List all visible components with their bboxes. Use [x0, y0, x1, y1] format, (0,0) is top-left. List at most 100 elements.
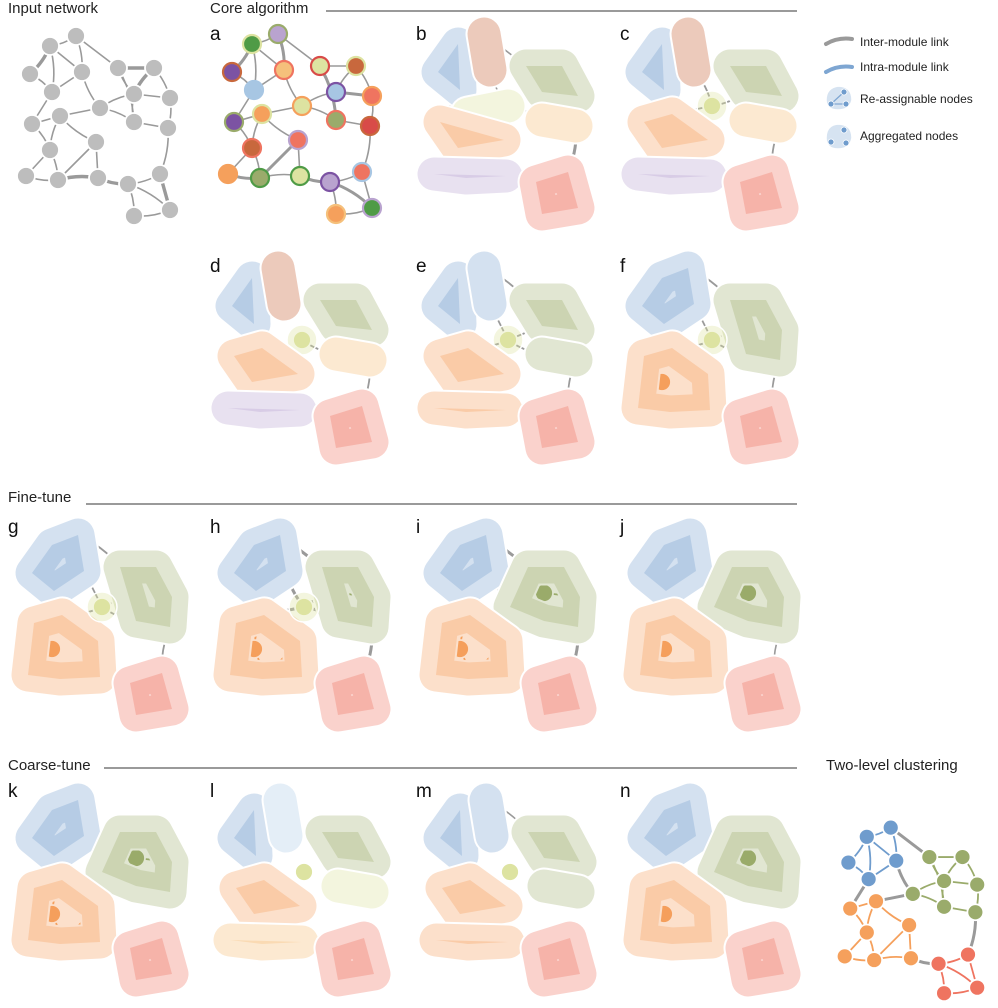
panel-l-node [294, 862, 314, 882]
panel-d-node [292, 330, 312, 350]
panel-letter-l: l [210, 781, 214, 802]
panel-k-module-0 [13, 781, 103, 875]
panel-two-level-node [881, 818, 900, 837]
panel-a-node [243, 79, 265, 101]
panel-n-module-3 [723, 919, 803, 999]
panel-input-node [90, 98, 110, 118]
panel-two-level-node [953, 848, 972, 866]
panel-input-node [160, 200, 180, 220]
legend: Inter-module link Intra-module link Re-a… [824, 35, 973, 150]
panel-two-level-node [935, 897, 953, 916]
panel-two-level-node [887, 851, 906, 870]
panel-d-module-3 [317, 335, 389, 379]
panel-g-module-1 [101, 548, 191, 646]
panel-input-node [144, 58, 164, 78]
panel-two-level-node [857, 827, 876, 846]
panel-input-node [118, 174, 138, 194]
panel-a-node [345, 55, 367, 77]
panel-h-module-1 [303, 548, 393, 646]
panel-e-module-2 [507, 281, 597, 349]
panel-l-module-1 [261, 781, 305, 855]
panel-m-module-6 [519, 919, 599, 999]
panel-two-level-node [968, 978, 987, 997]
panel-f-module-1 [711, 281, 801, 379]
panel-m-module-1 [467, 781, 511, 855]
panel-e-module-1 [465, 249, 509, 323]
panel-two-level-node [902, 949, 920, 968]
panel-c-module-3 [727, 101, 799, 145]
panel-g-node [92, 597, 112, 617]
panel-letter-m: m [416, 781, 432, 802]
legend-aggregated-icon [825, 123, 853, 150]
panel-m-module-2 [509, 813, 599, 881]
panel-two-level-node [835, 947, 854, 966]
panel-b-module-7 [517, 153, 597, 233]
panel-m-node [500, 862, 520, 882]
panel-n-module-1 [695, 813, 803, 911]
panel-d-module-0 [213, 259, 273, 343]
panel-letter-i: i [416, 517, 420, 538]
panel-f-module-4 [721, 387, 801, 467]
panel-two-level-node [929, 954, 948, 973]
panel-c-module-0 [623, 25, 683, 109]
panel-a [217, 23, 383, 225]
panel-a-node [241, 137, 263, 159]
panel-two-level-node [966, 903, 985, 922]
panel-h-module-2 [211, 596, 321, 698]
panel-two-level-node [900, 916, 919, 935]
panel-a-node [359, 115, 381, 137]
panel-i-module-2 [417, 596, 527, 698]
panel-letter-h: h [210, 517, 221, 538]
panel-letter-a: a [210, 24, 221, 45]
panel-input-node [86, 132, 106, 152]
panel-a-node [241, 33, 263, 55]
panel-input-node [40, 140, 60, 160]
panel-letter-j: j [619, 517, 624, 538]
panel-a-node [325, 203, 347, 225]
panel-two-level-node [867, 892, 885, 911]
panel-g-module-4 [86, 591, 118, 623]
panel-l-module-3 [319, 867, 391, 911]
panel-h-module-4 [288, 591, 320, 623]
panel-input-node [40, 36, 60, 56]
panel-input-node [124, 84, 144, 104]
panel-input-node [72, 62, 92, 82]
legend-aggregated-label: Aggregated nodes [860, 129, 958, 143]
panel-b-module-3 [523, 101, 595, 145]
panel-f-module-3 [619, 329, 729, 431]
panel-d-module-6 [209, 389, 319, 431]
panel-h-module-0 [215, 516, 305, 610]
panel-a-node [267, 23, 289, 45]
panel-two-level-node [959, 945, 977, 964]
panel-input-node [16, 166, 36, 186]
panel-letter-k: k [8, 781, 18, 802]
panel-input-node [42, 82, 62, 102]
panel-a-node [223, 111, 245, 133]
network-panels [9, 15, 987, 1003]
panel-a-node [249, 167, 271, 189]
section-title-coarse: Coarse-tune [8, 757, 91, 774]
panel-j-module-2 [621, 596, 731, 698]
legend-inter-swatch [824, 36, 854, 46]
panel-two-level-node [859, 870, 878, 889]
panel-c-module-6 [619, 155, 729, 197]
legend-reassignable-icon [825, 85, 853, 111]
panel-a-node [309, 55, 331, 77]
panel-e-module-5 [421, 329, 523, 401]
section-title-two-level: Two-level clustering [826, 757, 958, 774]
panel-input-node [124, 206, 144, 226]
panel-letter-d: d [210, 256, 221, 277]
panel-i-module-1 [491, 548, 599, 646]
panel-e-node [498, 330, 518, 350]
panel-g-module-0 [13, 516, 103, 610]
section-title-fine: Fine-tune [8, 489, 71, 506]
panel-input-node [150, 164, 170, 184]
panel-c-node [702, 96, 722, 116]
panel-two-level-node [920, 848, 939, 866]
panel-two-level-node [935, 984, 953, 1003]
panel-f-node [702, 330, 722, 350]
legend-inter-label: Inter-module link [860, 35, 950, 49]
panel-l-module-2 [303, 813, 393, 881]
panel-a-node [251, 103, 273, 125]
